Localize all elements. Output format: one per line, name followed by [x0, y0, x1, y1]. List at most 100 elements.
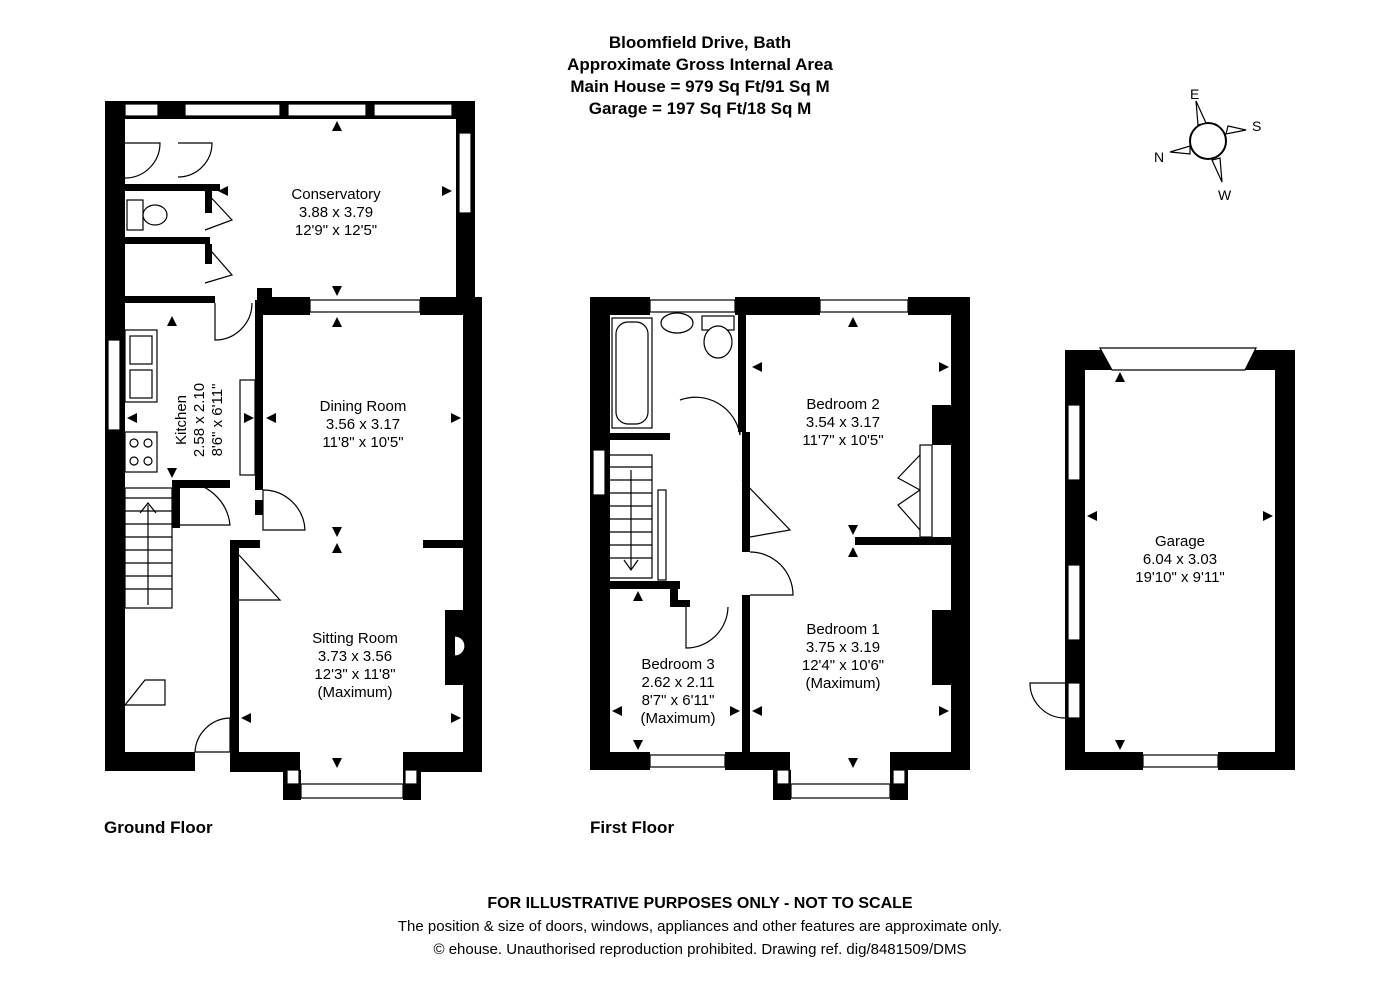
wall: [670, 581, 678, 606]
room-name: Bedroom 3: [641, 656, 714, 673]
compass-south-label: S: [1252, 118, 1261, 134]
window: [776, 769, 790, 785]
wardrobe: [919, 444, 933, 538]
room-metric: 3.88 x 3.79: [299, 204, 373, 221]
ground-floor-plan: [105, 101, 482, 800]
wall: [1065, 752, 1143, 770]
wall: [262, 297, 310, 315]
room-imperial: 12'9" x 12'5": [295, 222, 377, 239]
room-name: Conservatory: [291, 186, 381, 203]
door-swing: [177, 142, 213, 178]
room-imperial: 19'10" x 9'11": [1135, 569, 1225, 586]
door-swing: [238, 554, 282, 601]
wall: [932, 405, 952, 445]
window: [1067, 404, 1081, 481]
dimension-arrow: [451, 413, 461, 423]
room-metric: 3.75 x 3.19: [806, 639, 880, 656]
room-label-conservatory: Conservatory 3.88 x 3.79 12'9" x 12'5": [291, 186, 381, 239]
wall: [1275, 350, 1295, 770]
wall: [742, 595, 750, 755]
dimension-arrow: [241, 713, 251, 723]
wall: [423, 540, 468, 548]
window: [1142, 754, 1219, 768]
garage-door: [1098, 347, 1257, 371]
room-name: Bedroom 1: [806, 621, 879, 638]
room-label-kitchen: Kitchen 2.58 x 2.10 8'6" x 6'11": [173, 383, 226, 457]
dimension-arrow: [1115, 740, 1125, 750]
room-metric: 2.62 x 2.11: [641, 674, 714, 691]
door-swing: [1029, 682, 1066, 719]
window: [790, 783, 891, 799]
wall: [951, 297, 970, 752]
banister: [657, 489, 667, 581]
wall: [855, 537, 970, 545]
wall: [670, 600, 690, 607]
wall: [230, 752, 300, 772]
toilet-cistern: [126, 199, 144, 231]
wall: [403, 752, 482, 772]
room-name: Sitting Room: [312, 630, 398, 647]
room-imperial: 11'7" x 10'5": [802, 432, 883, 449]
dimension-arrow: [266, 413, 276, 423]
plan-footer: FOR ILLUSTRATIVE PURPOSES ONLY - NOT TO …: [0, 892, 1400, 961]
door-swing: [204, 243, 234, 284]
cupboard: [123, 679, 166, 706]
wall: [230, 540, 260, 548]
wall: [590, 752, 650, 770]
basin-icon: [660, 312, 694, 334]
door-swing: [180, 481, 231, 526]
ground-floor-label: Ground Floor: [104, 818, 213, 837]
worktop: [239, 379, 256, 476]
wall: [590, 297, 610, 767]
room-note: (Maximum): [806, 675, 881, 692]
sink-icon: [129, 369, 153, 399]
first-floor-plan: [590, 297, 970, 800]
main-house-area: Main House = 979 Sq Ft/91 Sq M: [570, 77, 830, 96]
wall: [255, 500, 263, 515]
wall: [230, 540, 239, 752]
door-swing: [262, 489, 306, 531]
room-metric: 3.73 x 3.56: [318, 648, 392, 665]
window: [892, 769, 906, 785]
compass-east-label: E: [1190, 86, 1199, 102]
dimension-arrow: [939, 362, 949, 372]
room-metric: 2.58 x 2.10: [191, 383, 208, 457]
door-swing: [679, 395, 741, 436]
window: [309, 299, 421, 313]
dimension-arrow: [633, 591, 643, 601]
room-note: (Maximum): [318, 684, 393, 701]
dimension-arrow: [332, 286, 342, 296]
dimension-arrow: [442, 186, 452, 196]
wall: [105, 752, 195, 771]
first-floor-label: First Floor: [590, 818, 674, 837]
compass-north-label: N: [1154, 149, 1164, 165]
door-swing: [749, 551, 794, 596]
bath-inner: [615, 321, 649, 425]
garage-area: Garage = 197 Sq Ft/18 Sq M: [588, 99, 812, 118]
wall: [125, 237, 210, 244]
sink-icon: [129, 335, 153, 365]
dimension-arrow: [848, 547, 858, 557]
disclaimer-heading: FOR ILLUSTRATIVE PURPOSES ONLY - NOT TO …: [487, 895, 913, 912]
room-label-sitting: Sitting Room 3.73 x 3.56 12'3" x 11'8" (…: [312, 630, 398, 701]
dimension-arrow: [848, 758, 858, 768]
room-imperial: 8'6" x 6'11": [209, 384, 226, 457]
property-address: Bloomfield Drive, Bath: [608, 33, 792, 52]
room-metric: 3.56 x 3.17: [326, 416, 400, 433]
dimension-arrow: [244, 413, 254, 423]
window: [373, 103, 453, 117]
window: [184, 103, 281, 117]
room-metric: 3.54 x 3.17: [806, 414, 880, 431]
dimension-markers: [127, 121, 1273, 768]
room-label-bedroom3: Bedroom 3 2.62 x 2.11 8'7" x 6'11" (Maxi…: [641, 656, 716, 727]
dimension-arrow: [332, 317, 342, 327]
wall: [463, 297, 482, 752]
door-swing: [124, 142, 161, 179]
dimension-arrow: [218, 186, 228, 196]
hob-ring: [129, 456, 139, 466]
door-swing: [194, 717, 231, 753]
dimension-arrow: [332, 527, 342, 537]
hob-ring: [143, 438, 153, 448]
chimney: [932, 610, 952, 685]
dimension-arrow: [1087, 511, 1097, 521]
